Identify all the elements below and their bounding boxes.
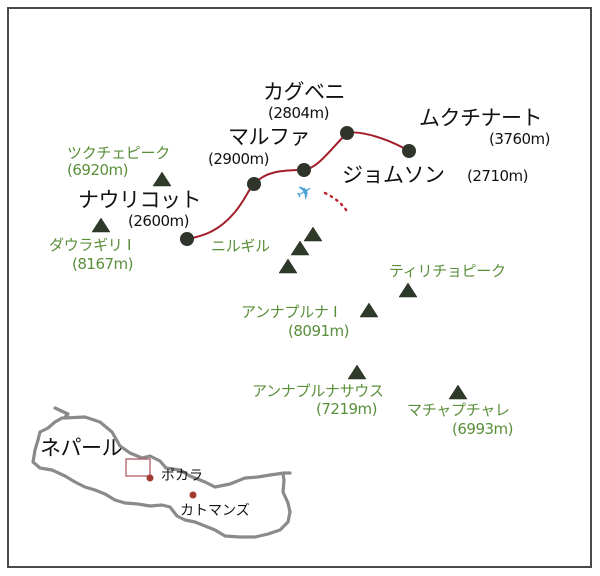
flight-route-dotted	[323, 191, 350, 215]
town-label-kagbeni: カグベニ	[263, 80, 346, 104]
town-elevation-marpha: (2900m)	[208, 150, 270, 168]
peak-elevation-annapurna-1: (8091m)	[288, 322, 350, 340]
peak-elevation-dhaulagiri: (8167m)	[72, 255, 134, 273]
city-dot-kathmandu[interactable]	[189, 491, 197, 499]
peak-icon-annapurna-1[interactable]	[359, 302, 379, 318]
town-elevation-nauricot: (2600m)	[128, 212, 190, 230]
peak-icon-nilgiri-1[interactable]	[303, 226, 323, 242]
peak-icon-nilgiri-3[interactable]	[278, 258, 298, 274]
trek-route-line	[186, 131, 410, 240]
peak-label-annapurna-south: アンナプルナサウス	[252, 382, 384, 400]
peak-label-dhaulagiri: ダウラギリ I	[49, 236, 132, 254]
peak-icon-dhaulagiri[interactable]	[91, 217, 111, 233]
peak-label-annapurna-1: アンナプルナ I	[241, 303, 338, 321]
node-muktinath[interactable]	[402, 144, 416, 158]
node-jomsom[interactable]	[297, 163, 311, 177]
peak-label-tilicho: ティリチョピーク	[389, 262, 506, 280]
node-marpha[interactable]	[247, 177, 261, 191]
town-elevation-muktinath: (3760m)	[489, 130, 551, 148]
peak-icon-tukuche[interactable]	[152, 171, 172, 187]
city-label-pokhara: ポカラ	[161, 468, 203, 484]
peak-icon-annapurna-south[interactable]	[347, 364, 367, 380]
inset-area-box	[125, 458, 151, 477]
city-label-kathmandu: カトマンズ	[180, 503, 250, 519]
town-elevation-jomsom: (2710m)	[467, 167, 529, 185]
town-label-muktinath: ムクチナート	[419, 106, 543, 130]
peak-icon-tilicho[interactable]	[398, 282, 418, 298]
peak-icon-machapuchare[interactable]	[448, 384, 468, 400]
town-label-marpha: マルファ	[228, 125, 311, 149]
peak-label-nilgiri: ニルギル	[211, 237, 270, 255]
town-label-jomsom: ジョムソン	[342, 163, 445, 187]
peak-elevation-machapuchare: (6993m)	[452, 420, 514, 438]
peak-label-machapuchare: マチャプチャレ	[407, 401, 510, 419]
node-kagbeni[interactable]	[340, 126, 354, 140]
peak-elevation-annapurna-south: (7219m)	[316, 400, 378, 418]
city-dot-pokhara[interactable]	[146, 474, 154, 482]
node-nauricot[interactable]	[180, 232, 194, 246]
town-elevation-kagbeni: (2804m)	[268, 104, 330, 122]
map-frame	[7, 7, 592, 568]
country-label-nepal: ネパール	[40, 436, 123, 460]
peak-label-tukuche: ツクチェピーク	[67, 144, 170, 162]
town-label-nauricot: ナウリコット	[78, 188, 202, 212]
nepal-outline	[31, 406, 292, 539]
peak-icon-nilgiri-2[interactable]	[290, 240, 310, 256]
peak-elevation-tukuche: (6920m)	[67, 161, 129, 179]
